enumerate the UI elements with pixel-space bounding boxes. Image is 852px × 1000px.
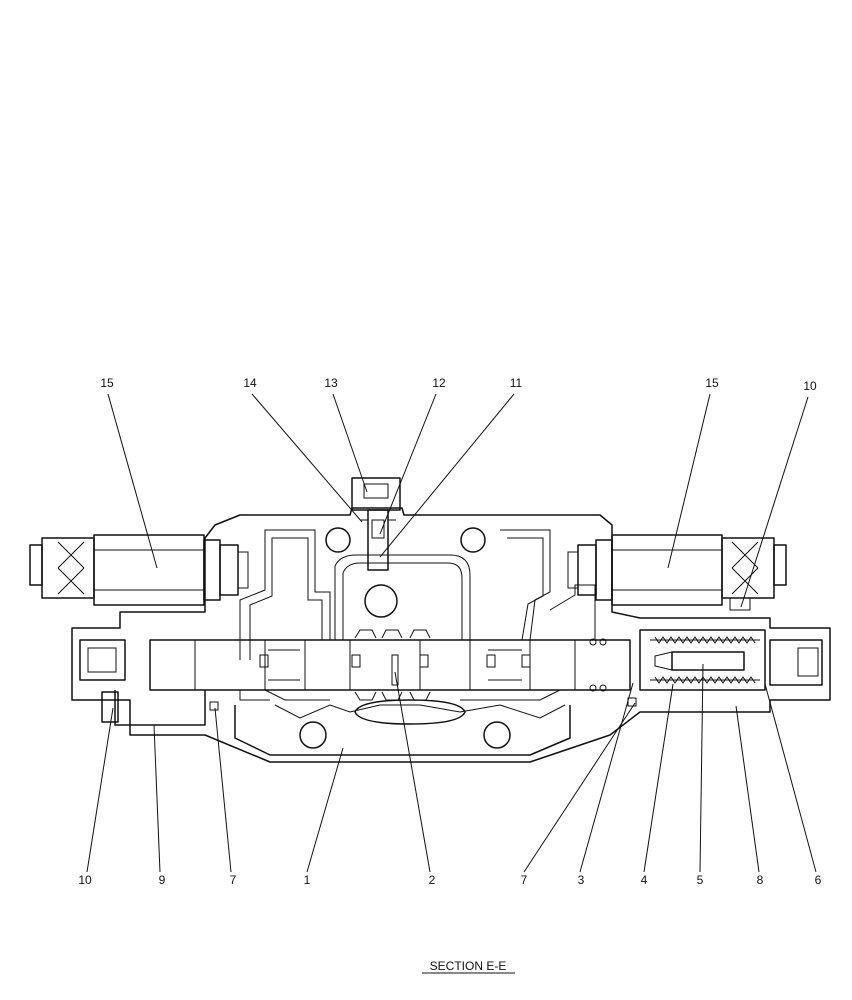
- left-solenoid: [29, 534, 249, 606]
- leader-line-7: [523, 702, 636, 873]
- section-caption: SECTION E-E: [430, 959, 507, 973]
- callout-label-3: 3: [578, 873, 585, 887]
- pilot-plug: [351, 477, 401, 571]
- callout-label-12: 12: [432, 376, 446, 390]
- leader-line-11: [379, 393, 515, 558]
- callout-label-6: 6: [815, 873, 822, 887]
- callout-label-1: 1: [304, 873, 311, 887]
- leader-line-6: [764, 683, 817, 873]
- left-cover: [101, 690, 206, 726]
- callout-label-15: 15: [100, 376, 114, 390]
- callout-label-7: 7: [521, 873, 528, 887]
- leader-line-2: [394, 671, 431, 873]
- callout-label-4: 4: [641, 873, 648, 887]
- leader-line-12: [379, 393, 437, 535]
- leader-lines: [86, 393, 817, 873]
- spool-assembly: [79, 629, 823, 711]
- callout-label-5: 5: [697, 873, 704, 887]
- leader-line-3: [579, 682, 634, 873]
- callout-label-10: 10: [803, 379, 817, 393]
- leader-line-14: [251, 393, 363, 523]
- leader-line-15: [107, 393, 158, 569]
- callout-label-15: 15: [705, 376, 719, 390]
- leader-line-5: [699, 663, 704, 873]
- leader-line-13: [332, 393, 368, 493]
- callout-label-10: 10: [78, 873, 92, 887]
- leader-line-10: [86, 707, 114, 873]
- leader-line-7: [214, 707, 232, 873]
- callout-label-13: 13: [324, 376, 338, 390]
- callout-label-11: 11: [510, 376, 523, 390]
- callout-label-8: 8: [757, 873, 764, 887]
- right-solenoid: [567, 534, 787, 611]
- leader-line-9: [153, 724, 161, 873]
- callout-label-2: 2: [429, 873, 436, 887]
- callout-label-14: 14: [243, 376, 257, 390]
- callout-label-7: 7: [230, 873, 237, 887]
- leader-line-1: [306, 747, 344, 873]
- callout-label-9: 9: [159, 873, 166, 887]
- leader-line-10: [740, 396, 809, 608]
- leader-line-15: [667, 393, 711, 569]
- leader-line-4: [643, 683, 674, 873]
- internal-passages: [239, 529, 596, 701]
- valve-body: [71, 507, 831, 763]
- leader-line-8: [735, 705, 760, 873]
